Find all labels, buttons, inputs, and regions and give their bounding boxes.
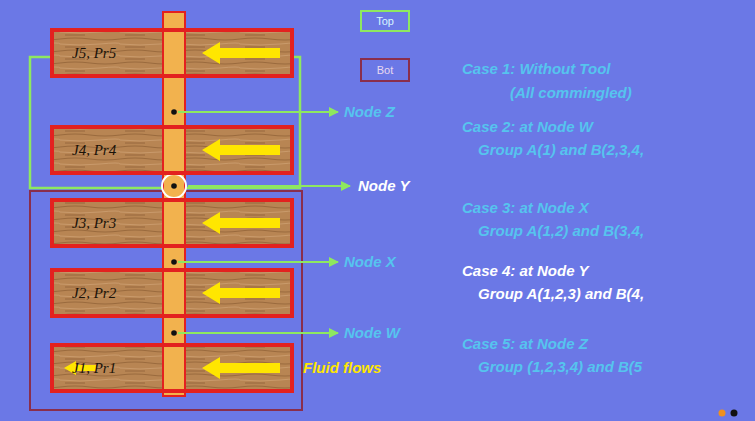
reservoir-layer: J4, Pr4 [50,125,294,175]
wellbore-pipe [163,12,185,396]
annotation: Fluid flows [303,359,381,376]
node-label: Node X [344,253,396,270]
reservoir-layer: J1, Pr1 [50,343,294,393]
layer-label: J5, Pr5 [72,45,116,62]
reservoir-layer: J3, Pr3 [50,198,294,248]
nav-dot [731,410,738,417]
node-label: Node W [344,324,400,341]
layer-label: J4, Pr4 [72,142,116,159]
layer-label: J1, Pr1 [72,360,116,377]
case-note: Group A(1,2,3) and B(4, [478,285,644,302]
reservoir-layer: J2, Pr2 [50,268,294,318]
layer-label: J2, Pr2 [72,285,116,302]
case-title: Case 5: at Node Z [462,335,588,352]
case-note: (All commingled) [510,84,632,101]
reservoir-layer: J5, Pr5 [50,28,294,78]
legend-box: Bot [360,58,410,82]
legend-box: Top [360,10,410,32]
legend-label: Top [376,15,394,27]
case-note: Group A(1) and B(2,3,4, [478,141,644,158]
layer-label: J3, Pr3 [72,215,116,232]
node-label: Node Z [344,103,395,120]
case-note: Group A(1,2) and B(3,4, [478,222,644,239]
node-label: Node Y [358,177,409,194]
case-title: Case 4: at Node Y [462,262,588,279]
case-note: Group (1,2,3,4) and B(5 [478,358,642,375]
nav-dot [719,410,726,417]
flow-arrows [64,42,280,379]
case-title: Case 3: at Node X [462,199,589,216]
case-title: Case 2: at Node W [462,118,593,135]
node-markers [162,109,350,336]
case-title: Case 1: Without Tool [462,60,610,77]
legend-label: Bot [377,64,394,76]
